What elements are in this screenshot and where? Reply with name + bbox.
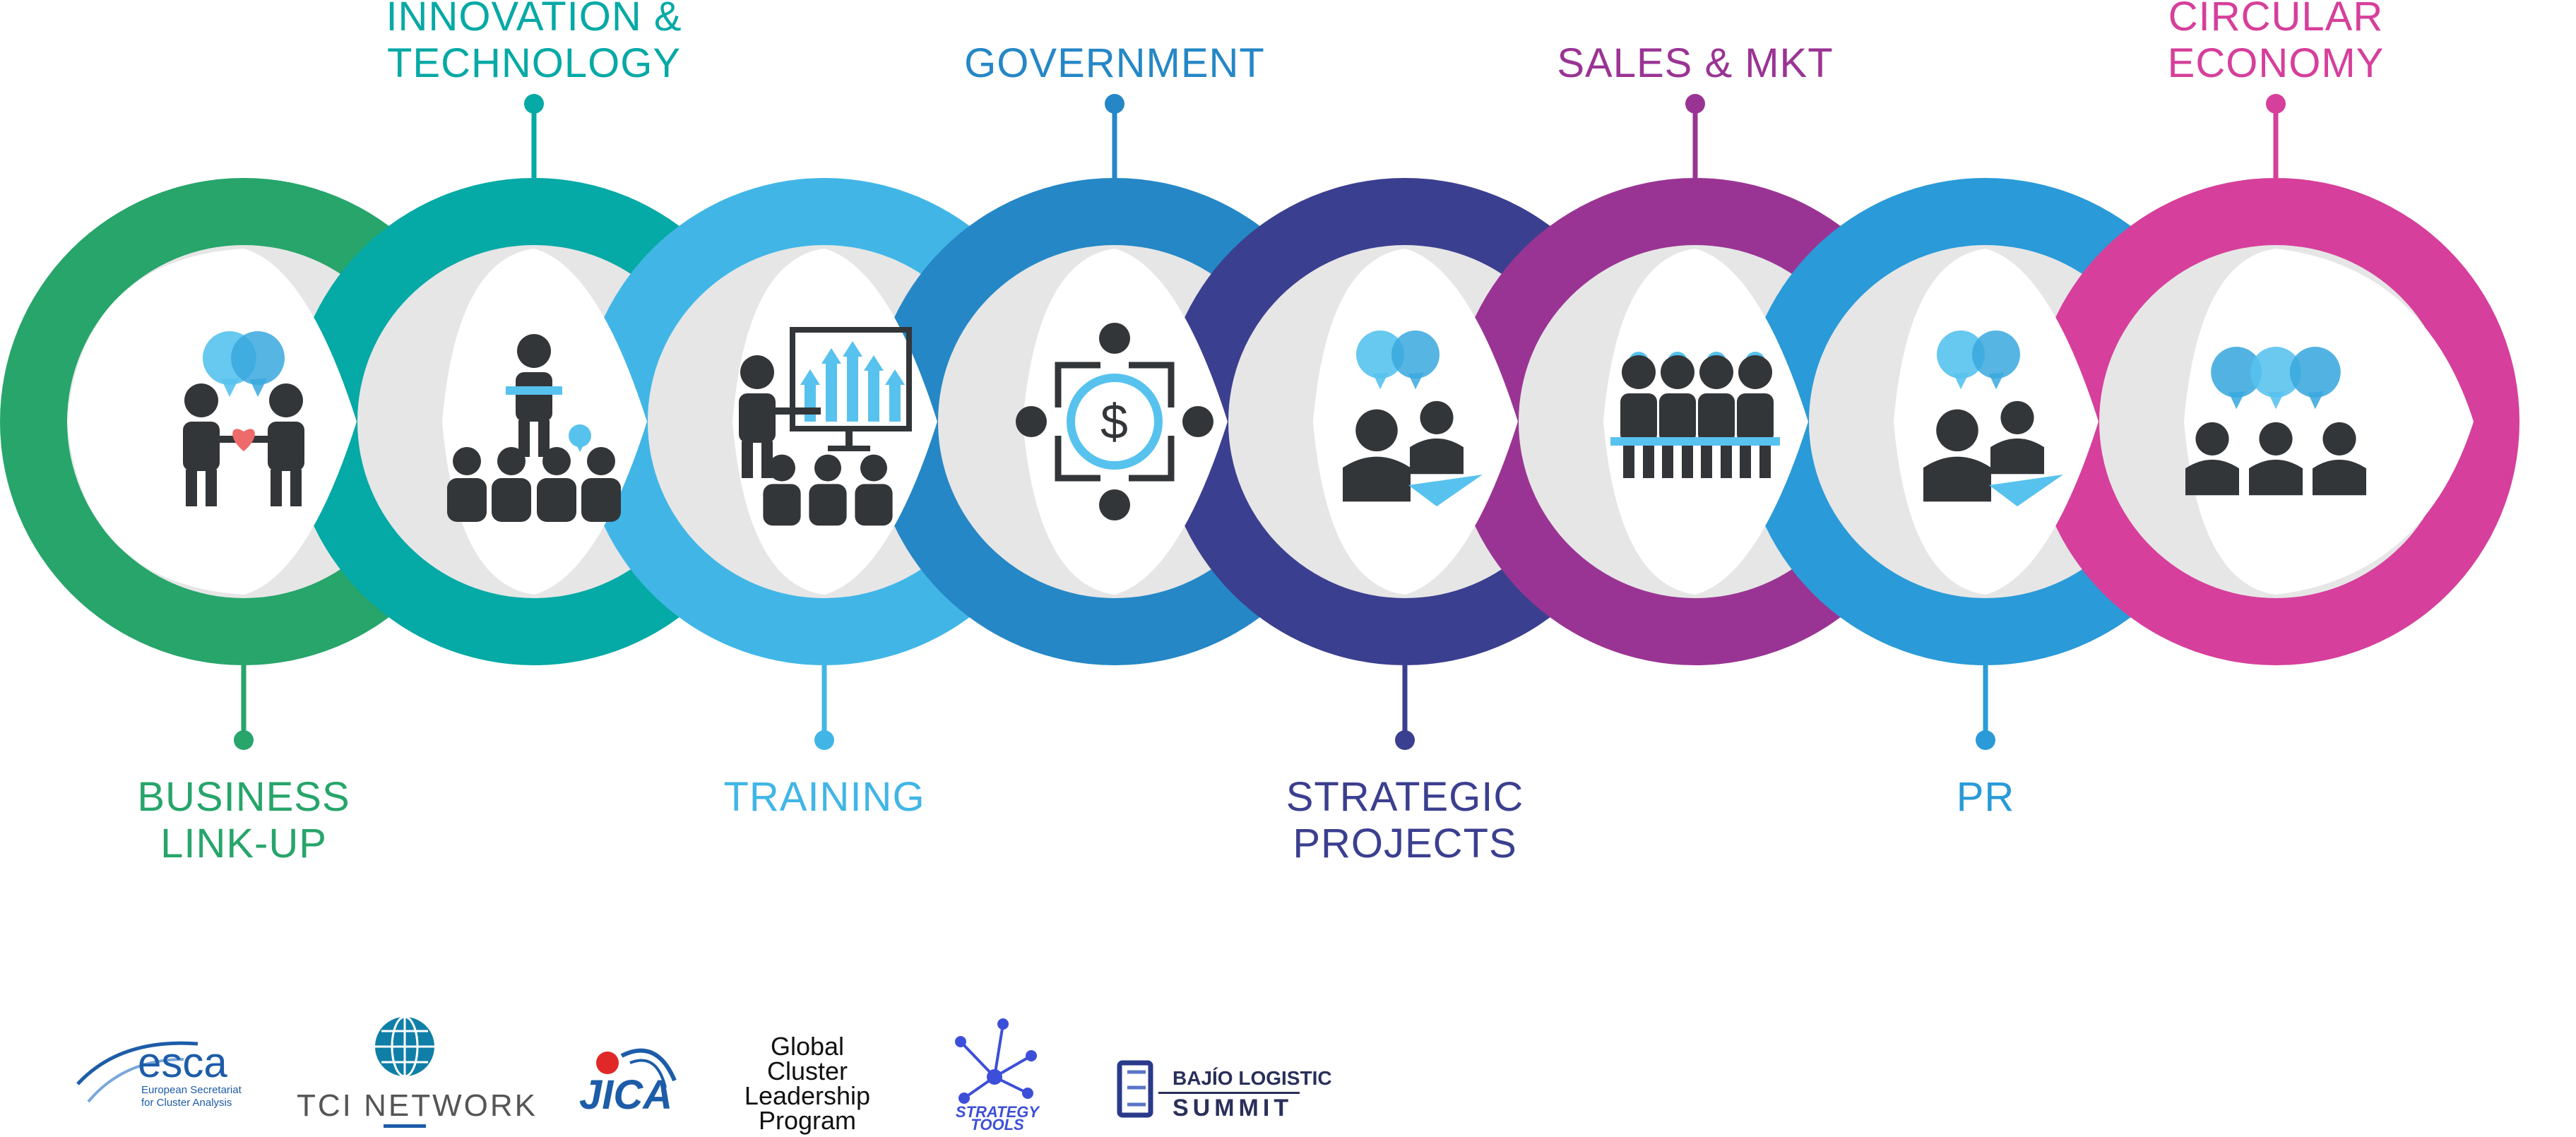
stage-label-line: BUSINESS [137,774,350,820]
center-lens [1894,249,2099,595]
network-nodes-icon [955,1018,1037,1104]
center-stage-5 [1313,249,1518,595]
stage-label-line: PR [1957,774,2015,820]
partner-logos: esca European Secretariat for Cluster An… [76,1016,1332,1135]
connector-dot [1105,94,1124,114]
stage-label-line: TECHNOLOGY [387,40,681,86]
stage-label-line: CIRCULAR [2168,0,2384,40]
label-stage-4: GOVERNMENT [964,40,1265,178]
stage-label-line: PROJECTS [1293,821,1516,867]
tci-network-logo: TCI NETWORK [297,1016,538,1128]
funding-network-icon: $ [1016,323,1213,520]
center-lens [2184,249,2474,595]
center-stage-7 [1894,249,2099,595]
bajio-logistic-summit-logo: BAJÍO LOGISTIC SUMMIT [1117,1060,1332,1121]
panel-meeting-icon [1610,352,1780,478]
presentation-chart-icon [739,327,912,526]
jica-sun-icon [596,1052,619,1074]
connector-dot [1976,730,1995,750]
esca-swoosh-icon-2 [87,1058,184,1103]
strategy-line-2: TOOLS [971,1116,1024,1133]
gclp-line-4: Program [759,1106,856,1135]
discussion-pair-icon [1343,331,1483,506]
center-lens [1313,249,1518,595]
esca-tagline-1: European Secretariat [141,1084,242,1096]
stage-label-line: SALES & MKT [1557,40,1833,86]
speaker-audience-icon [447,334,621,522]
strategy-tools-logo: STRATEGY TOOLS [955,1018,1040,1133]
ring-chain [0,178,2519,665]
gclp-line-2: Cluster [767,1056,848,1085]
center-stage-1 [67,249,357,595]
label-stage-6: SALES & MKT [1557,40,1833,178]
connector-dot [814,730,834,750]
label-stage-3: TRAINING [723,665,925,820]
center-lens [1023,249,1228,595]
connector-dot [524,94,544,114]
center-stage-8 [2184,249,2474,595]
esca-tagline-2: for Cluster Analysis [141,1097,232,1109]
jica-logo: JICA [579,1048,677,1118]
stage-icons: $ [183,323,2366,526]
label-stage-7: PR [1957,665,2015,820]
group-talk-icon [2185,347,2366,496]
connector-dot [2266,94,2286,114]
stage-label-line: INNOVATION & [386,0,682,40]
bajio-line-2: SUMMIT [1173,1095,1293,1121]
connector-dot [1685,94,1705,114]
bajio-line-1: BAJÍO LOGISTIC [1173,1067,1332,1089]
handshake-people-icon [183,331,304,506]
gclp-logo: Global Cluster Leadership Program [744,1032,870,1135]
gclp-line-3: Leadership [744,1081,870,1110]
center-stage-4 [1023,249,1228,595]
svg-text:$: $ [1100,394,1129,449]
connector-dot [1395,730,1415,750]
stage-label-line: TRAINING [723,774,925,820]
esca-logo: esca European Secretariat for Cluster An… [76,1039,242,1109]
esca-swoosh-icon [76,1041,198,1085]
center-lens [67,249,357,595]
gclp-line-1: Global [771,1032,844,1061]
stage-label-line: LINK-UP [160,821,327,867]
discussion-pair-icon [1923,331,2063,506]
jica-name: JICA [579,1072,672,1118]
stage-label-line: GOVERNMENT [964,40,1265,86]
tci-name: TCI NETWORK [297,1088,538,1123]
bajio-b-icon [1117,1060,1153,1118]
esca-name: esca [138,1039,227,1086]
stage-label-line: ECONOMY [2168,40,2385,86]
stage-label-line: STRATEGIC [1286,774,1524,820]
strategy-line-1: STRATEGY [956,1103,1040,1121]
label-stage-2: INNOVATION &TECHNOLOGY [386,0,682,178]
connector-dot [234,730,254,750]
